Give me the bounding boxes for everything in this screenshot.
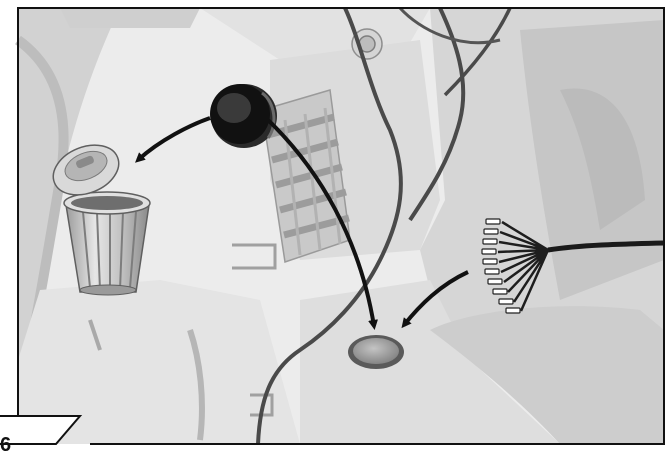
figure-frame: [17, 7, 665, 445]
trash-bin-lid: [52, 144, 120, 196]
trash-bin-icon: [52, 144, 151, 296]
arrow-icon: [401, 270, 469, 329]
vehicle-cables: [256, 6, 512, 445]
rubber-plug-icon: [210, 84, 277, 148]
arrow-icon: [135, 116, 211, 163]
arrow-icon: [266, 118, 378, 330]
arrows: [135, 116, 469, 330]
figure-step-number: 6: [0, 434, 12, 456]
grommet-hole-icon: [348, 335, 404, 369]
panel-bracket: [261, 89, 351, 263]
corner-tab: [0, 415, 83, 445]
wire-harness-icon: [481, 218, 665, 314]
vehicle-interior-background: [15, 8, 664, 444]
